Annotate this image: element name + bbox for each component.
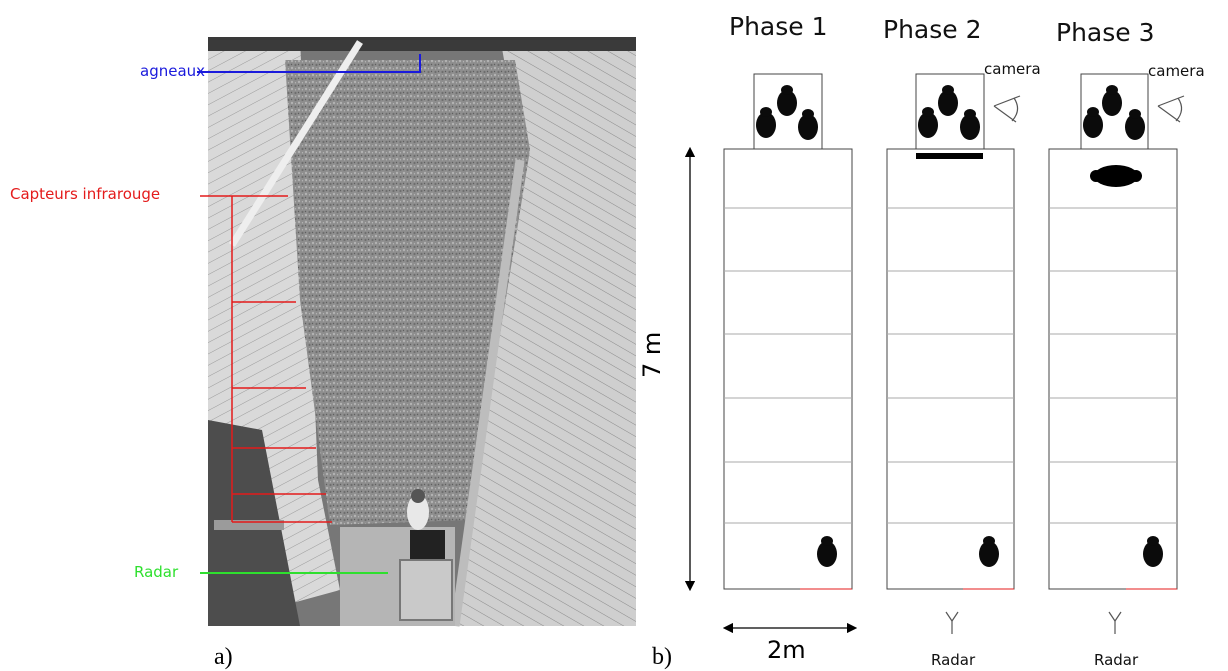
phase-1-title: Phase 1 — [729, 12, 828, 41]
radar-label-a: Radar — [134, 563, 179, 581]
width-label: 2m — [767, 636, 806, 664]
phase-3-diagram — [1048, 73, 1185, 635]
phase-2-corridor — [886, 148, 1015, 590]
door-panel — [399, 559, 453, 621]
lambs-pointer-line — [197, 54, 421, 73]
phase-3-radar-label: Radar — [1094, 651, 1139, 669]
phase-2-camera-label: camera — [984, 60, 1041, 78]
right-wall — [455, 37, 636, 626]
panel-a-letter: a) — [214, 644, 233, 670]
panel-b-letter: b) — [652, 644, 672, 670]
lower-left-shelf — [214, 520, 284, 530]
phase-3-camera-label: camera — [1148, 62, 1205, 80]
phase-2-diagram — [886, 73, 1021, 635]
phase-3-camera-icon — [1157, 95, 1185, 123]
door-opening — [410, 530, 445, 560]
phase-2-title: Phase 2 — [883, 15, 982, 44]
straw-floor — [285, 60, 530, 525]
phase-1-corridor — [723, 148, 853, 590]
phase-3-lying-sheep — [1090, 165, 1142, 187]
length-label: 7 m — [638, 331, 666, 378]
photo-lamb — [407, 494, 429, 530]
phase-2-radar-icon — [945, 611, 959, 635]
phase-2-closed-gate — [916, 153, 983, 159]
infrared-sensors-label: Capteurs infrarouge — [10, 185, 161, 203]
phase-2-camera-icon — [993, 95, 1021, 123]
phase-3-radar-icon — [1108, 611, 1122, 635]
phase-2-radar-label: Radar — [931, 651, 976, 669]
phase-3-title: Phase 3 — [1056, 18, 1155, 47]
top-beam — [208, 37, 636, 51]
lambs-label: agneaux — [140, 62, 206, 80]
phase-3-corridor — [1048, 148, 1178, 590]
right-post — [450, 159, 525, 627]
diagonal-beam — [229, 40, 363, 247]
phase-1-diagram — [723, 73, 853, 590]
photo-lamb-head — [411, 489, 425, 503]
